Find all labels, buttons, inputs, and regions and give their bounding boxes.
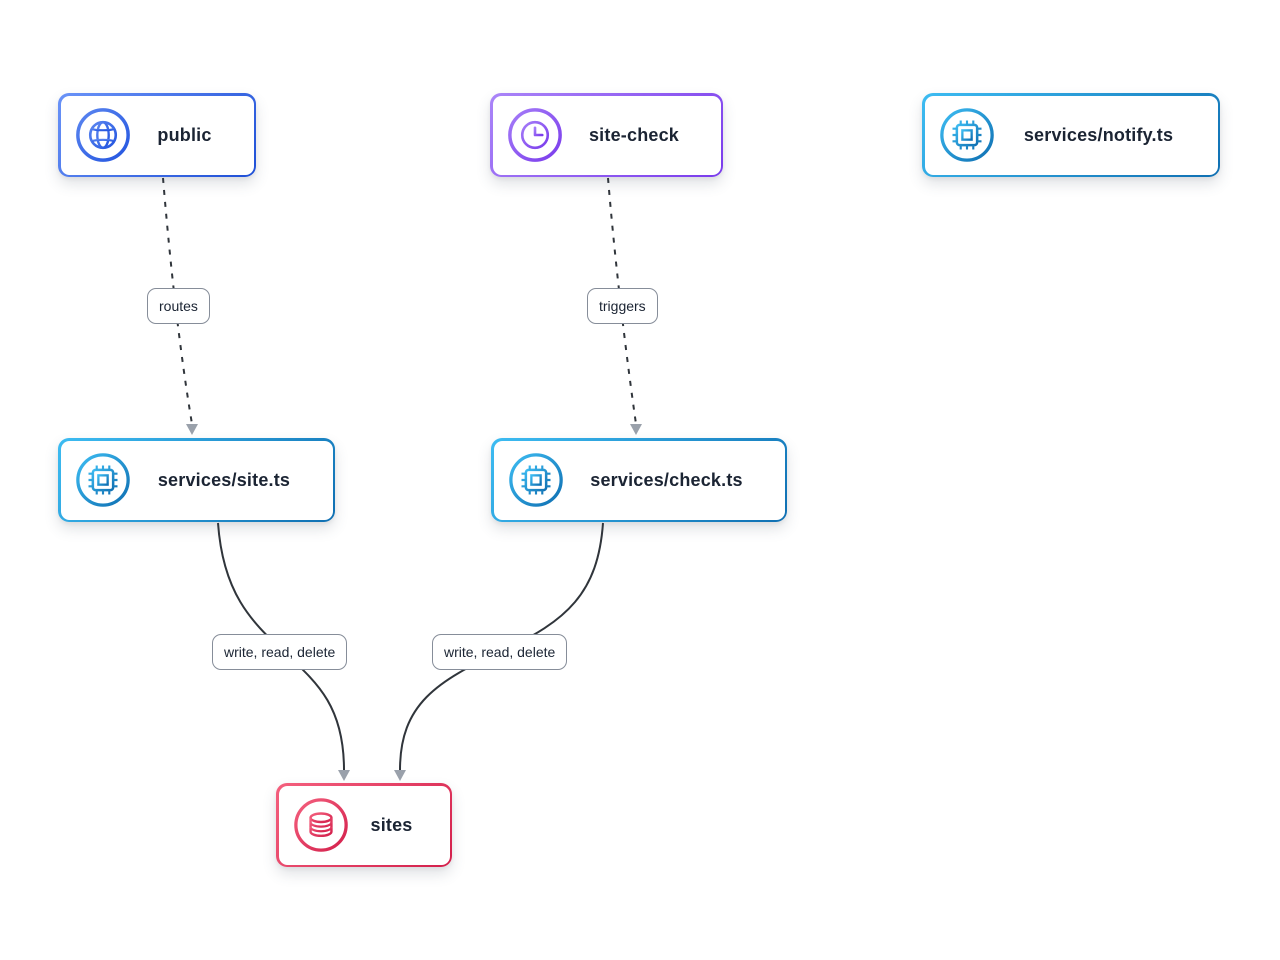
edge-label-write-read-delete-right: write, read, delete [432,634,568,670]
node-sites-body: sites [278,785,450,865]
arrowhead-icon [186,424,198,435]
node-services-site[interactable]: services/site.ts [58,438,335,522]
edge-label-triggers: triggers [587,288,658,324]
node-label: site-check [588,124,680,145]
arrowhead-icon [338,770,350,781]
node-services-check[interactable]: services/check.ts [491,438,787,522]
arrowhead-icon [630,424,642,435]
node-services-notify[interactable]: services/notify.ts [922,93,1220,177]
node-services-notify-body: services/notify.ts [924,95,1218,175]
chip-icon [507,451,565,509]
database-icon [292,796,350,854]
node-sites[interactable]: sites [276,783,452,867]
node-label: services/check.ts [590,469,743,490]
node-services-site-body: services/site.ts [60,440,333,520]
node-public-body: public [60,95,254,175]
node-site-check[interactable]: site-check [490,93,723,177]
node-label: sites [370,814,413,835]
node-label: services/notify.ts [1023,124,1174,145]
globe-icon [74,106,132,164]
clock-icon [506,106,564,164]
node-label: services/site.ts [157,469,291,490]
node-site-check-body: site-check [492,95,721,175]
node-services-check-body: services/check.ts [493,440,785,520]
node-label: public [157,124,212,145]
chip-icon [938,106,996,164]
edge-label-routes: routes [147,288,210,324]
edge-label-write-read-delete-left: write, read, delete [212,634,348,670]
arrowhead-icon [394,770,406,781]
node-public[interactable]: public [58,93,256,177]
chip-icon [74,451,132,509]
